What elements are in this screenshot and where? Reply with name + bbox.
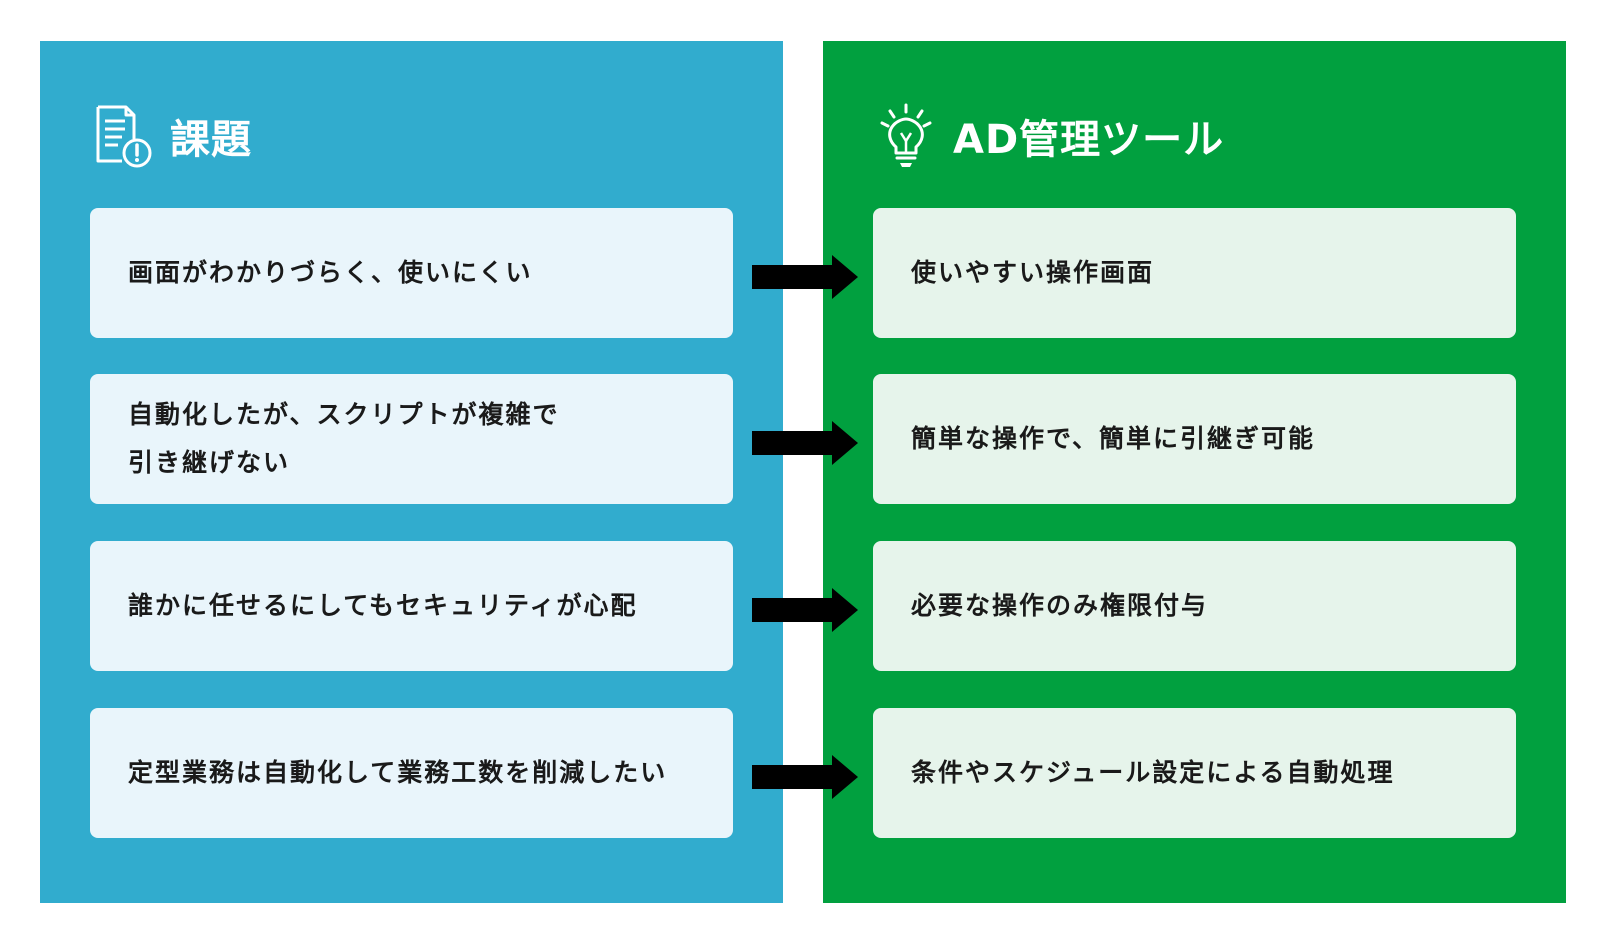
problem-text: 自動化したが、スクリプトが複雑で 引き継げない bbox=[128, 400, 560, 477]
problems-panel: 課題 画面がわかりづらく、使いにくい 自動化したが、スクリプトが複雑で 引き継げ… bbox=[40, 41, 783, 903]
solution-card: 使いやすい操作画面 bbox=[873, 208, 1516, 338]
solution-card: 簡単な操作で、簡単に引継ぎ可能 bbox=[873, 374, 1516, 504]
solution-text: 使いやすい操作画面 bbox=[911, 258, 1155, 287]
problem-card: 定型業務は自動化して業務工数を削減したい bbox=[90, 708, 733, 838]
solution-text: 必要な操作のみ権限付与 bbox=[911, 591, 1209, 620]
problem-card: 画面がわかりづらく、使いにくい bbox=[90, 208, 733, 338]
solutions-header: AD管理ツール bbox=[875, 101, 1224, 171]
problems-title: 課題 bbox=[170, 117, 252, 163]
right-arrow-icon bbox=[752, 421, 858, 465]
solution-text: 条件やスケジュール設定による自動処理 bbox=[911, 758, 1395, 787]
lightbulb-icon bbox=[875, 103, 937, 169]
right-arrow-icon bbox=[752, 755, 858, 799]
problem-text: 定型業務は自動化して業務工数を削減したい bbox=[128, 758, 668, 787]
document-alert-icon bbox=[92, 103, 154, 169]
solution-card: 条件やスケジュール設定による自動処理 bbox=[873, 708, 1516, 838]
solutions-title: AD管理ツール bbox=[953, 117, 1225, 163]
solution-card: 必要な操作のみ権限付与 bbox=[873, 541, 1516, 671]
problems-header: 課題 bbox=[92, 101, 252, 171]
problem-card: 自動化したが、スクリプトが複雑で 引き継げない bbox=[90, 374, 733, 504]
problem-text: 誰かに任せるにしてもセキュリティが心配 bbox=[128, 591, 638, 620]
solutions-panel: AD管理ツール 使いやすい操作画面 簡単な操作で、簡単に引継ぎ可能 必要な操作の… bbox=[823, 41, 1566, 903]
problem-card: 誰かに任せるにしてもセキュリティが心配 bbox=[90, 541, 733, 671]
problem-text: 画面がわかりづらく、使いにくい bbox=[128, 258, 533, 287]
right-arrow-icon bbox=[752, 588, 858, 632]
right-arrow-icon bbox=[752, 255, 858, 299]
solution-text: 簡単な操作で、簡単に引継ぎ可能 bbox=[911, 424, 1316, 453]
